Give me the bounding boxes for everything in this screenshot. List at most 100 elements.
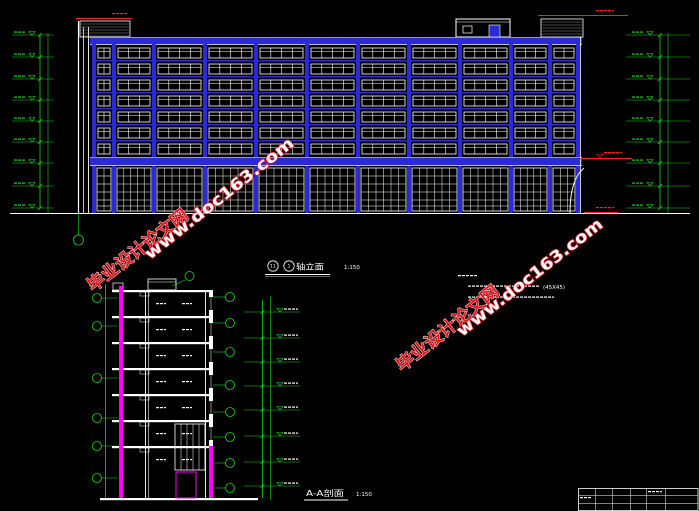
- illegible-label-mark: [488, 296, 491, 298]
- illegible-label-mark: [640, 31, 643, 33]
- window-unit: [117, 143, 151, 155]
- beam-section: [139, 421, 150, 427]
- facade-column: [112, 44, 116, 213]
- window-unit: [514, 95, 547, 107]
- window-unit: [463, 95, 508, 107]
- window-unit: [259, 95, 304, 107]
- window-unit: [553, 47, 575, 59]
- dimension-tick: [260, 483, 265, 489]
- illegible-label-mark: [296, 382, 298, 384]
- illegible-label-mark: [284, 406, 287, 408]
- floor-slab-line: [92, 60, 580, 62]
- window-unit: [157, 111, 202, 123]
- illegible-label-mark: [14, 159, 17, 161]
- illegible-label-mark: [500, 296, 503, 298]
- window-unit: [361, 95, 406, 107]
- illegible-label-mark: [18, 159, 21, 161]
- illegible-label-mark: [508, 285, 511, 287]
- illegible-label-mark: [190, 329, 192, 331]
- illegible-label-mark: [580, 497, 583, 499]
- illegible-label-mark: [604, 152, 607, 154]
- level-symbol: [276, 458, 284, 463]
- window-unit: [310, 127, 355, 139]
- window-unit: [514, 63, 547, 75]
- dimension-tick: [37, 54, 43, 60]
- level-symbol: [276, 358, 284, 363]
- dimension-tick: [37, 76, 43, 82]
- illegible-label-mark: [608, 207, 611, 209]
- glazing-frame: [552, 167, 576, 212]
- illegible-label-mark: [636, 117, 639, 119]
- illegible-label-mark: [186, 329, 189, 331]
- illegible-label-mark: [292, 334, 295, 336]
- illegible-label-mark: [474, 275, 477, 277]
- illegible-label-mark: [620, 152, 622, 154]
- window-unit: [553, 111, 575, 123]
- window-frame: [514, 143, 547, 155]
- window-unit: [97, 127, 111, 139]
- illegible-label-mark: [14, 117, 17, 119]
- window-unit: [514, 127, 547, 139]
- illegible-label-mark: [632, 159, 635, 161]
- illegible-label-mark: [504, 296, 507, 298]
- illegible-label-mark: [190, 303, 192, 305]
- axis-bubble: [184, 271, 195, 281]
- floor-slab-line: [92, 92, 580, 94]
- window-unit: [208, 47, 253, 59]
- dimension-tick: [260, 407, 265, 413]
- window-unit: [157, 143, 202, 155]
- level-symbol: [646, 75, 654, 80]
- illegible-label-mark: [14, 138, 17, 140]
- facade-column: [576, 44, 580, 213]
- storefront-glazing: [411, 167, 458, 212]
- dimension-tick: [37, 97, 43, 103]
- wall-segment: [209, 310, 213, 316]
- illegible-label-mark: [640, 159, 643, 161]
- level-symbol: [28, 75, 36, 80]
- illegible-label-mark: [600, 207, 603, 209]
- illegible-label-mark: [516, 296, 519, 298]
- illegible-label-mark: [156, 433, 159, 435]
- dimension-tick: [37, 118, 43, 124]
- illegible-label-mark: [292, 406, 295, 408]
- illegible-label-mark: [636, 53, 639, 55]
- illegible-label-mark: [600, 10, 603, 12]
- illegible-label-mark: [500, 285, 503, 287]
- dimension-tick: [657, 183, 663, 189]
- illegible-label-mark: [604, 207, 607, 209]
- axis-bubble: [73, 234, 84, 246]
- section-ground-line: [100, 498, 258, 501]
- illegible-label-mark: [458, 275, 461, 277]
- illegible-label-mark: [292, 308, 295, 310]
- illegible-label-mark: [512, 285, 515, 287]
- dimension-tick: [657, 160, 663, 166]
- storefront-glazing: [156, 167, 203, 212]
- illegible-label-mark: [292, 482, 295, 484]
- illegible-label-mark: [164, 303, 166, 305]
- wall-segment: [209, 440, 213, 446]
- axis-label-to: 1: [288, 264, 291, 270]
- illegible-label-mark: [160, 355, 163, 357]
- illegible-label-mark: [296, 406, 298, 408]
- illegible-label-mark: [288, 334, 291, 336]
- level-symbol: [28, 138, 36, 143]
- window-frame: [514, 95, 547, 107]
- glazing-frame: [116, 167, 152, 212]
- illegible-label-mark: [182, 381, 185, 383]
- window-frame: [514, 63, 547, 75]
- level-symbol: [28, 31, 36, 36]
- beam-section: [139, 291, 150, 297]
- illegible-label-mark: [292, 458, 295, 460]
- level-symbol: [28, 159, 36, 164]
- axis-bubble: [92, 373, 102, 383]
- illegible-label-mark: [284, 358, 287, 360]
- section-drawing: [92, 271, 300, 501]
- section-exterior-wall: [119, 286, 123, 498]
- illegible-label-mark: [476, 285, 479, 287]
- facade-column: [458, 44, 462, 213]
- level-symbol: [276, 308, 284, 313]
- illegible-label-mark: [632, 204, 635, 206]
- dimension-tick: [657, 32, 663, 38]
- illegible-label-mark: [186, 355, 189, 357]
- dimension-tick: [260, 335, 265, 341]
